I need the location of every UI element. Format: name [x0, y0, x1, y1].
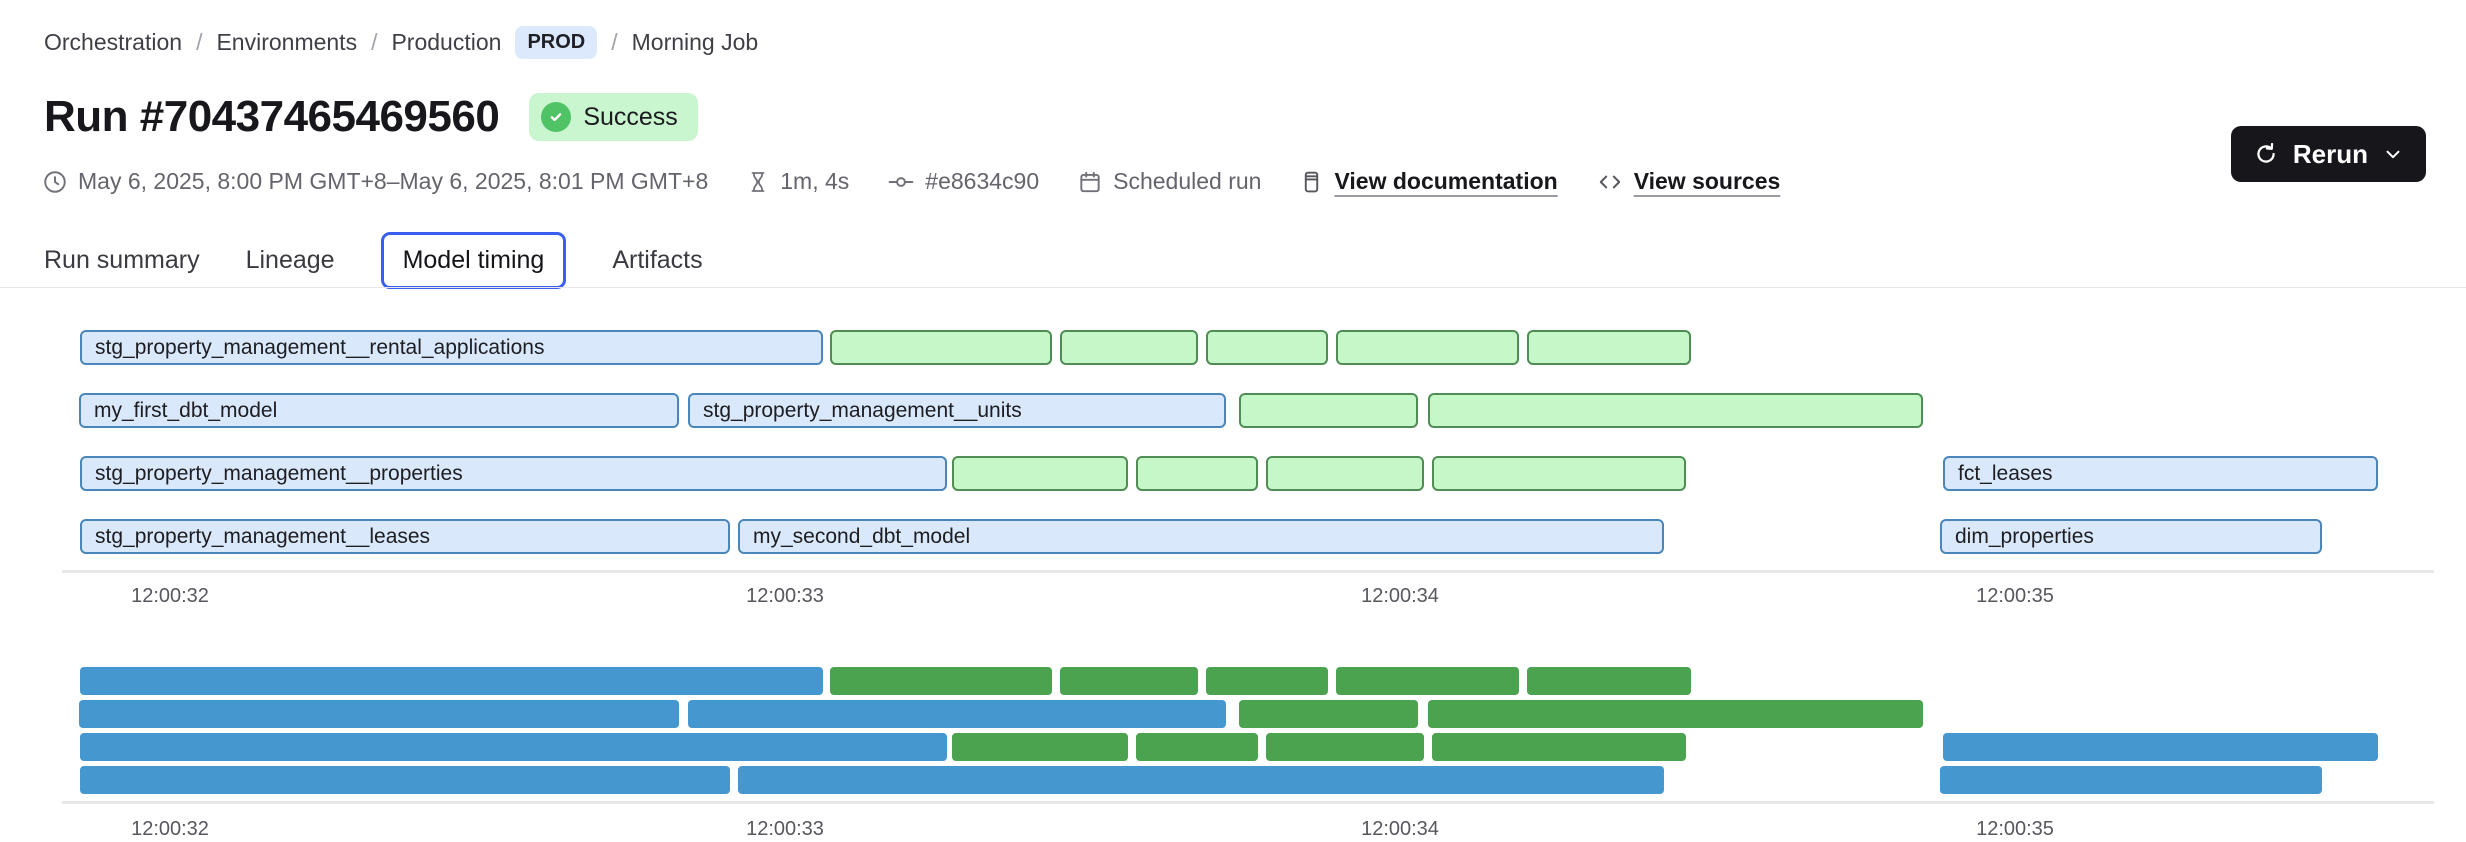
- gantt-bar-test[interactable]: [1336, 330, 1519, 365]
- rerun-button[interactable]: Rerun: [2230, 126, 2426, 182]
- trigger-type: Scheduled run: [1077, 168, 1261, 195]
- minimap-bar-stg_property_management__rental_applications[interactable]: [80, 667, 823, 695]
- minimap-bar-test[interactable]: [1527, 667, 1691, 695]
- gantt-bar-test[interactable]: [1266, 456, 1424, 491]
- run-meta-row: May 6, 2025, 8:00 PM GMT+8–May 6, 2025, …: [42, 168, 1780, 195]
- title-row: Run #70437465469560 Success: [44, 92, 698, 142]
- axis-tick-label: 12:00:34: [1361, 585, 1439, 607]
- breadcrumb-morning-job[interactable]: Morning Job: [631, 29, 759, 55]
- breadcrumb-orchestration[interactable]: Orchestration: [44, 29, 183, 55]
- view-documentation-link[interactable]: View documentation: [1334, 168, 1558, 194]
- minimap-bar-test[interactable]: [1266, 733, 1424, 761]
- tab-separator-line: [0, 287, 2466, 288]
- gantt-bar-label: my_second_dbt_model: [753, 524, 971, 548]
- breadcrumb-production[interactable]: Production: [391, 29, 502, 55]
- run-time-range-text: May 6, 2025, 8:00 PM GMT+8–May 6, 2025, …: [78, 168, 709, 194]
- clock-icon: [44, 170, 66, 193]
- gantt-bar-test[interactable]: [1527, 330, 1691, 365]
- gantt-bar-label: stg_property_management__properties: [95, 461, 463, 485]
- gantt-bar-stg_property_management__leases[interactable]: stg_property_management__leases: [80, 519, 730, 554]
- git-commit-icon: [888, 176, 914, 187]
- minimap-bar-test[interactable]: [1432, 733, 1686, 761]
- minimap-bar-test[interactable]: [952, 733, 1128, 761]
- axis-tick-label: 12:00:35: [1976, 818, 2054, 840]
- axis-tick-label: 12:00:35: [1976, 585, 2054, 607]
- minimap-bar-test[interactable]: [1428, 700, 1923, 728]
- minimap-bar-test[interactable]: [1239, 700, 1418, 728]
- axis-tick-label: 12:00:33: [746, 818, 824, 840]
- tab-lineage[interactable]: Lineage: [245, 246, 335, 274]
- documentation-icon: [1305, 171, 1319, 192]
- gantt-bar-test[interactable]: [952, 456, 1128, 491]
- view-sources-item: View sources: [1596, 168, 1781, 195]
- gantt-bar-dim_properties[interactable]: dim_properties: [1940, 519, 2322, 554]
- page-title: Run #70437465469560: [44, 92, 500, 141]
- code-icon: [1599, 175, 1620, 188]
- commit-sha-text: #e8634c90: [925, 168, 1040, 194]
- breadcrumb-separator: /: [196, 29, 203, 55]
- minimap-axis-line: [62, 801, 2434, 804]
- minimap-bar-dim_properties[interactable]: [1940, 766, 2322, 794]
- minimap-bar-stg_property_management__units[interactable]: [688, 700, 1226, 728]
- gantt-bar-test[interactable]: [1060, 330, 1198, 365]
- calendar-icon: [1080, 171, 1100, 192]
- trigger-type-text: Scheduled run: [1113, 168, 1262, 194]
- status-badge: Success: [529, 93, 698, 141]
- minimap-bar-test[interactable]: [1060, 667, 1198, 695]
- chevron-down-icon[interactable]: [2382, 143, 2404, 165]
- gantt-bar-label: stg_property_management__rental_applicat…: [95, 335, 545, 359]
- minimap-bar-test[interactable]: [830, 667, 1052, 695]
- breadcrumb-separator: /: [371, 29, 378, 55]
- breadcrumb-separator: /: [611, 29, 618, 55]
- run-duration: 1m, 4s: [746, 168, 849, 195]
- gantt-bar-label: my_first_dbt_model: [94, 398, 278, 422]
- breadcrumb: Orchestration / Environments / Productio…: [44, 26, 758, 59]
- tab-run-summary[interactable]: Run summary: [44, 246, 200, 274]
- gantt-axis-line: [62, 570, 2434, 573]
- minimap-bar-fct_leases[interactable]: [1943, 733, 2378, 761]
- status-label: Success: [583, 102, 678, 131]
- minimap-bar-test[interactable]: [1136, 733, 1258, 761]
- hourglass-icon: [751, 171, 765, 192]
- gantt-bar-test[interactable]: [1136, 456, 1258, 491]
- gantt-bar-stg_property_management__properties[interactable]: stg_property_management__properties: [80, 456, 947, 491]
- run-duration-text: 1m, 4s: [780, 168, 850, 194]
- axis-tick-label: 12:00:32: [131, 585, 209, 607]
- gantt-bar-label: stg_property_management__leases: [95, 524, 431, 548]
- minimap-bar-my_first_dbt_model[interactable]: [79, 700, 679, 728]
- minimap-bar-stg_property_management__properties[interactable]: [80, 733, 947, 761]
- axis-tick-label: 12:00:32: [131, 818, 209, 840]
- success-check-icon: [541, 102, 572, 132]
- gantt-bar-label: fct_leases: [1958, 461, 2053, 485]
- axis-tick-label: 12:00:33: [746, 585, 824, 607]
- breadcrumb-environments[interactable]: Environments: [216, 29, 358, 55]
- minimap-bar-stg_property_management__leases[interactable]: [80, 766, 730, 794]
- gantt-bar-test[interactable]: [1206, 330, 1328, 365]
- gantt-bar-stg_property_management__rental_applications[interactable]: stg_property_management__rental_applicat…: [80, 330, 823, 365]
- run-time-range: May 6, 2025, 8:00 PM GMT+8–May 6, 2025, …: [42, 168, 708, 195]
- view-sources-link[interactable]: View sources: [1633, 168, 1781, 194]
- gantt-bar-my_first_dbt_model[interactable]: my_first_dbt_model: [79, 393, 679, 428]
- gantt-bar-test[interactable]: [1239, 393, 1418, 428]
- tab-artifacts[interactable]: Artifacts: [612, 246, 703, 274]
- minimap-bar-my_second_dbt_model[interactable]: [738, 766, 1664, 794]
- view-documentation-item: View documentation: [1299, 168, 1558, 195]
- refresh-icon: [2257, 142, 2275, 163]
- rerun-label: Rerun: [2292, 138, 2368, 169]
- axis-tick-label: 12:00:34: [1361, 818, 1439, 840]
- gantt-bar-fct_leases[interactable]: fct_leases: [1943, 456, 2378, 491]
- commit-sha: #e8634c90: [887, 168, 1039, 195]
- minimap-bar-test[interactable]: [1336, 667, 1519, 695]
- minimap-bar-test[interactable]: [1206, 667, 1328, 695]
- gantt-bar-test[interactable]: [830, 330, 1052, 365]
- gantt-bar-test[interactable]: [1432, 456, 1686, 491]
- environment-badge: PROD: [515, 26, 598, 59]
- gantt-bar-test[interactable]: [1428, 393, 1923, 428]
- gantt-bar-my_second_dbt_model[interactable]: my_second_dbt_model: [738, 519, 1664, 554]
- gantt-bar-label: dim_properties: [1955, 524, 2094, 548]
- gantt-bar-label: stg_property_management__units: [703, 398, 1022, 422]
- gantt-bar-stg_property_management__units[interactable]: stg_property_management__units: [688, 393, 1226, 428]
